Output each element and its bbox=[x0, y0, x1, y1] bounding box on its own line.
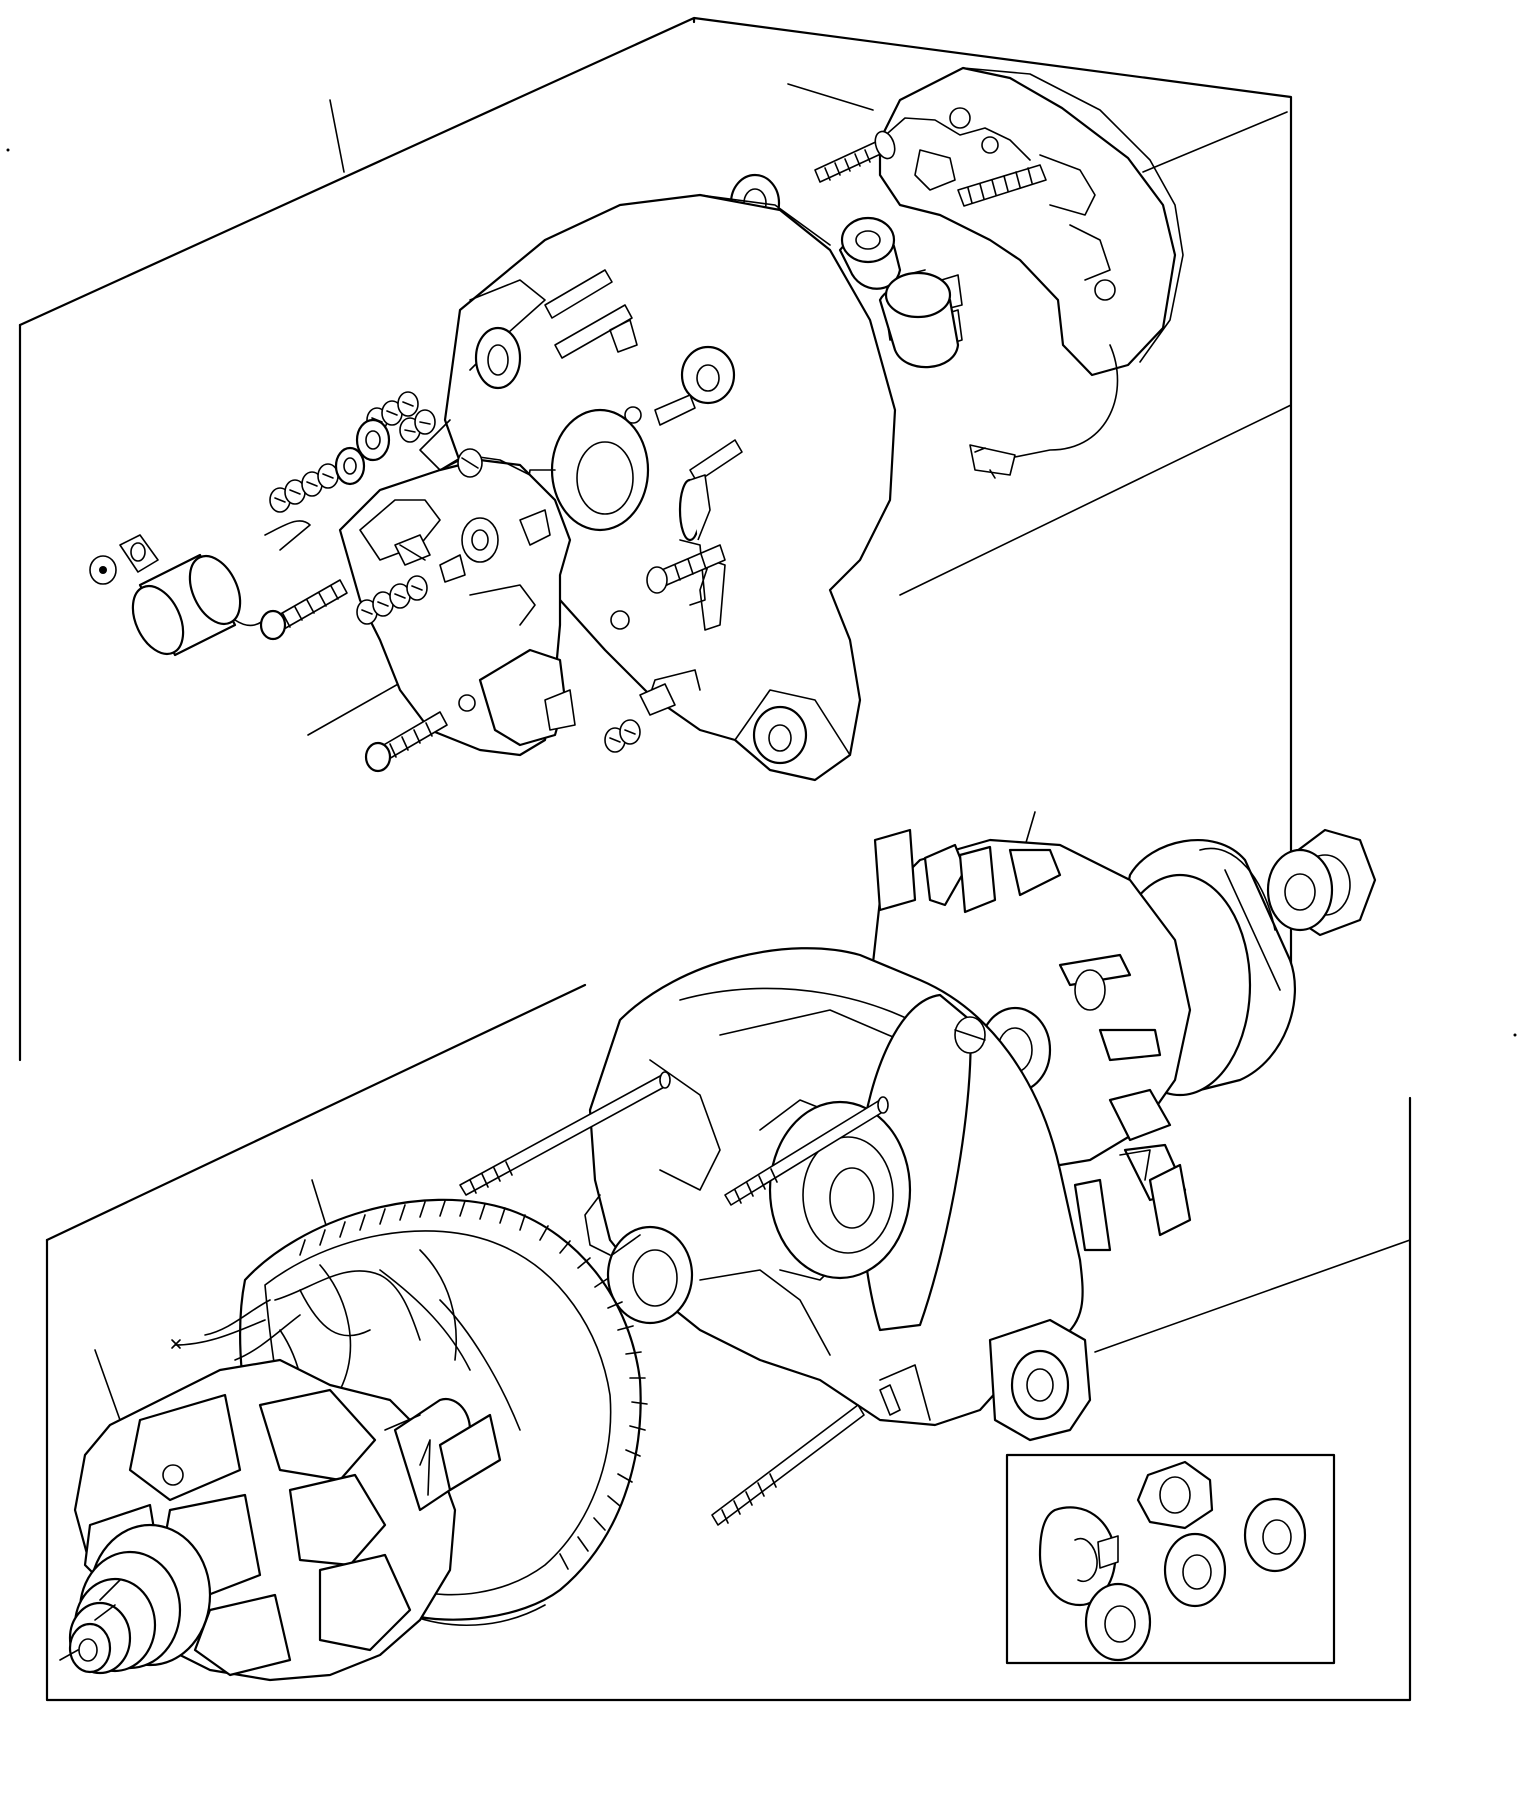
rear-housing bbox=[420, 195, 895, 780]
hardware-kit-inset bbox=[1007, 1455, 1334, 1663]
front-panel-outline bbox=[47, 1098, 1410, 1700]
pulley-nut-washer bbox=[1268, 830, 1375, 935]
rotor bbox=[60, 1360, 500, 1680]
suppression-capacitor bbox=[90, 521, 310, 662]
rear-assembly-group bbox=[20, 18, 1291, 1060]
leader-line-rear-top bbox=[330, 100, 344, 172]
rear-panel-inner-edge bbox=[1143, 112, 1287, 172]
drive-end-bracket bbox=[585, 948, 1090, 1440]
terminal-stud bbox=[647, 475, 725, 593]
stray-mark-left bbox=[6, 148, 10, 152]
stray-mark-right bbox=[1513, 1033, 1517, 1037]
spacer-ring bbox=[608, 1227, 692, 1323]
front-panel-top-edge bbox=[47, 985, 585, 1240]
leader-line-rectifier bbox=[308, 683, 400, 735]
leader-line-brush-holder bbox=[788, 84, 873, 110]
nut-washer-stack bbox=[270, 392, 675, 752]
hardware-inset-frame bbox=[1007, 1455, 1334, 1663]
leader-line-rotor bbox=[95, 1350, 120, 1420]
through-bolts bbox=[460, 1072, 900, 1525]
housing-screws bbox=[261, 580, 447, 771]
front-panel-divider bbox=[1095, 1240, 1410, 1352]
rear-panel-diagonal bbox=[900, 393, 1291, 595]
front-assembly-group bbox=[47, 812, 1410, 1700]
regulator-screw bbox=[815, 129, 898, 182]
rectifier-plate bbox=[340, 455, 575, 755]
